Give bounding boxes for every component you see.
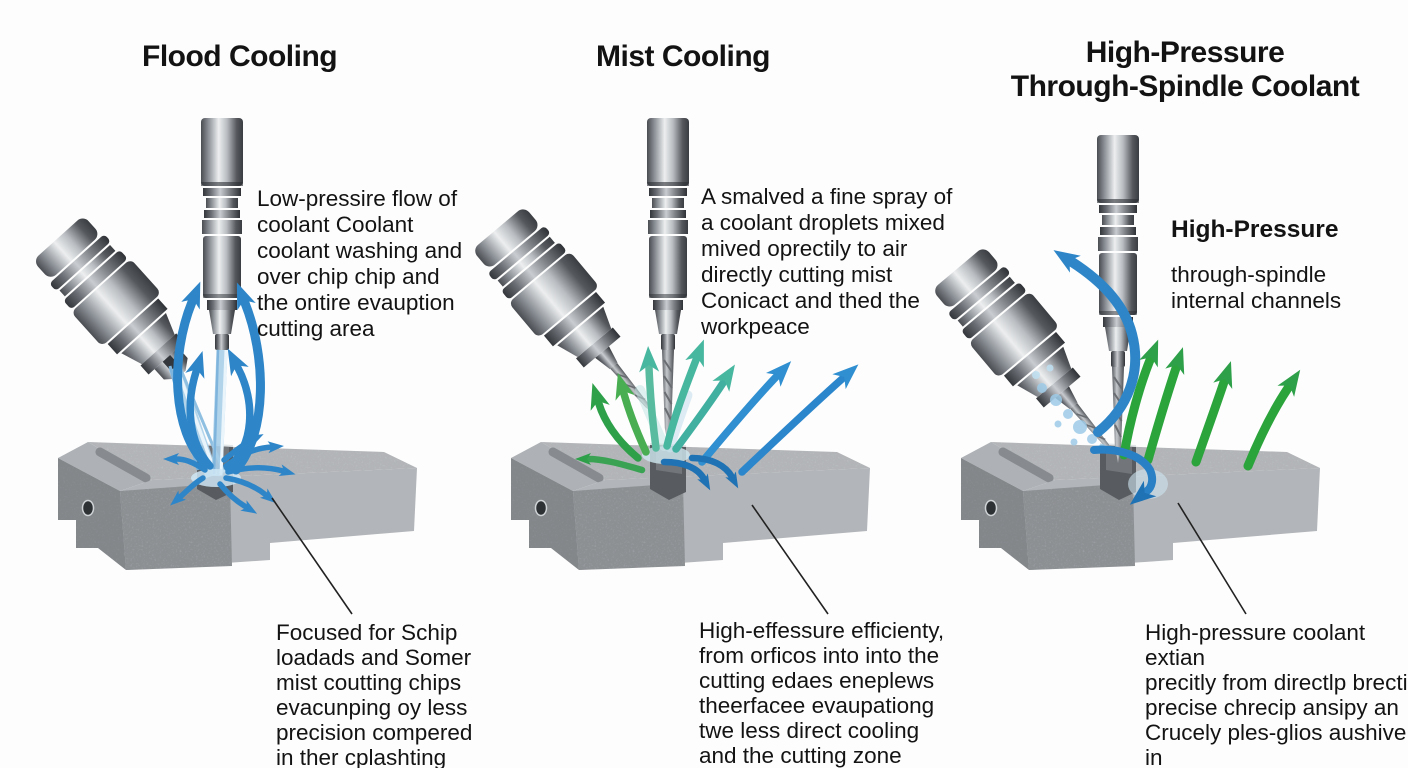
panel-description-through-spindle-body: through-spindle internal channels [1171,262,1342,313]
panel-description-through-spindle: High-Pressure through-spindle internal c… [1171,198,1408,332]
mist-workpiece [511,442,870,570]
panel-description-flood: Low-pressire flow of coolant Coolant coo… [257,186,463,341]
through-spindle-leader-line [1177,502,1247,615]
through-spindle-surface-hook-arrow [1090,445,1168,505]
flood-panel-illustration [28,118,417,615]
panel-title-flood-cooling: Flood Cooling [142,40,338,73]
panel-caption-mist: High-effessure efficienty, from orficos … [699,618,945,768]
panel-title-mist-cooling: Mist Cooling [596,40,770,73]
through-spindle-swirl-arrow [1053,250,1141,437]
flood-splash-arrows [163,434,296,514]
through-spindle-green-arrows [1119,339,1301,471]
mist-panel-illustration [467,118,870,615]
through-spindle-panel-illustration [927,135,1320,615]
mist-surface-arrows [575,453,739,491]
flood-spindle [201,118,243,350]
mist-spindle [647,118,689,350]
panel-title-through-spindle: High-Pressure Through-Spindle Coolant [1010,36,1360,103]
panel-description-mist: A smalved a fine spray of a coolant drop… [701,184,953,339]
mist-leader-line [751,504,829,615]
panel-description-through-spindle-heading: High-Pressure [1171,216,1339,243]
panel-caption-through-spindle: High-pressure coolant extian precitly fr… [1145,620,1408,768]
mist-fan-arrows [590,339,859,476]
panel-caption-flood: Focused for Schip loadads and Somer mist… [276,620,473,768]
flood-leader-line [271,497,353,615]
